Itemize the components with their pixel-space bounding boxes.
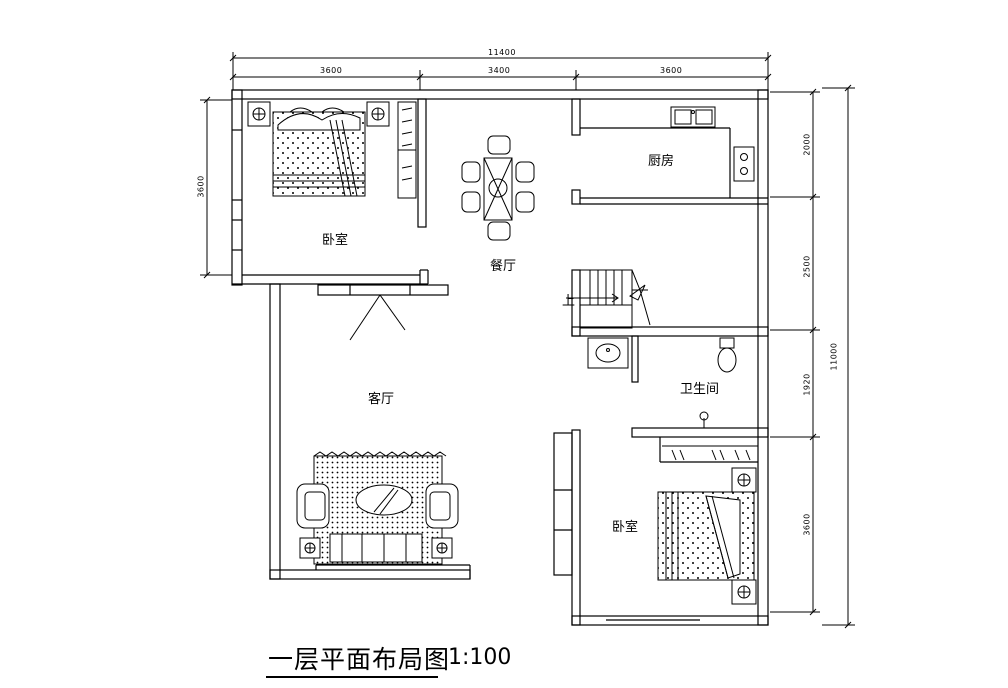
room-label-bathroom: 卫生间 bbox=[680, 382, 720, 397]
bed-top bbox=[247, 101, 390, 197]
shower bbox=[699, 411, 709, 428]
dim-right-3: 1920 bbox=[802, 373, 812, 396]
plan-title: 一层平面布局图 bbox=[268, 645, 451, 674]
dimension-lines bbox=[200, 52, 855, 629]
sofa-set bbox=[296, 451, 459, 565]
dim-right-total: 11000 bbox=[829, 342, 839, 371]
kitchen-stove bbox=[733, 146, 755, 182]
dim-top-1: 3600 bbox=[320, 66, 343, 75]
plan-scale: 1:100 bbox=[448, 645, 512, 670]
room-label-kitchen: 厨房 bbox=[648, 154, 675, 169]
room-label-dining: 餐厅 bbox=[490, 259, 517, 274]
bed-bottom bbox=[657, 467, 757, 605]
room-label-living: 客厅 bbox=[368, 392, 395, 407]
dim-top-total: 11400 bbox=[488, 48, 516, 57]
bathroom-sink bbox=[587, 337, 629, 369]
title-underline bbox=[266, 676, 438, 678]
room-label-bedroom-top: 卧室 bbox=[322, 233, 349, 248]
toilet bbox=[717, 337, 737, 373]
dim-left-1: 3600 bbox=[196, 175, 206, 198]
staircase bbox=[566, 269, 651, 329]
stair-up-label: 上 bbox=[562, 294, 576, 309]
dim-top-2: 3400 bbox=[488, 66, 511, 75]
room-label-bedroom-bottom: 卧室 bbox=[612, 520, 639, 535]
kitchen-sink bbox=[670, 106, 716, 128]
dim-right-1: 2000 bbox=[802, 133, 812, 156]
walls bbox=[231, 89, 769, 626]
wardrobe-bottom bbox=[662, 445, 758, 461]
wardrobe-top bbox=[397, 101, 417, 199]
dim-right-4: 3600 bbox=[802, 513, 812, 536]
living-door-swing bbox=[349, 294, 406, 341]
dim-top-3: 3600 bbox=[660, 66, 683, 75]
dining-table bbox=[461, 135, 535, 241]
dim-right-2: 2500 bbox=[802, 255, 812, 278]
